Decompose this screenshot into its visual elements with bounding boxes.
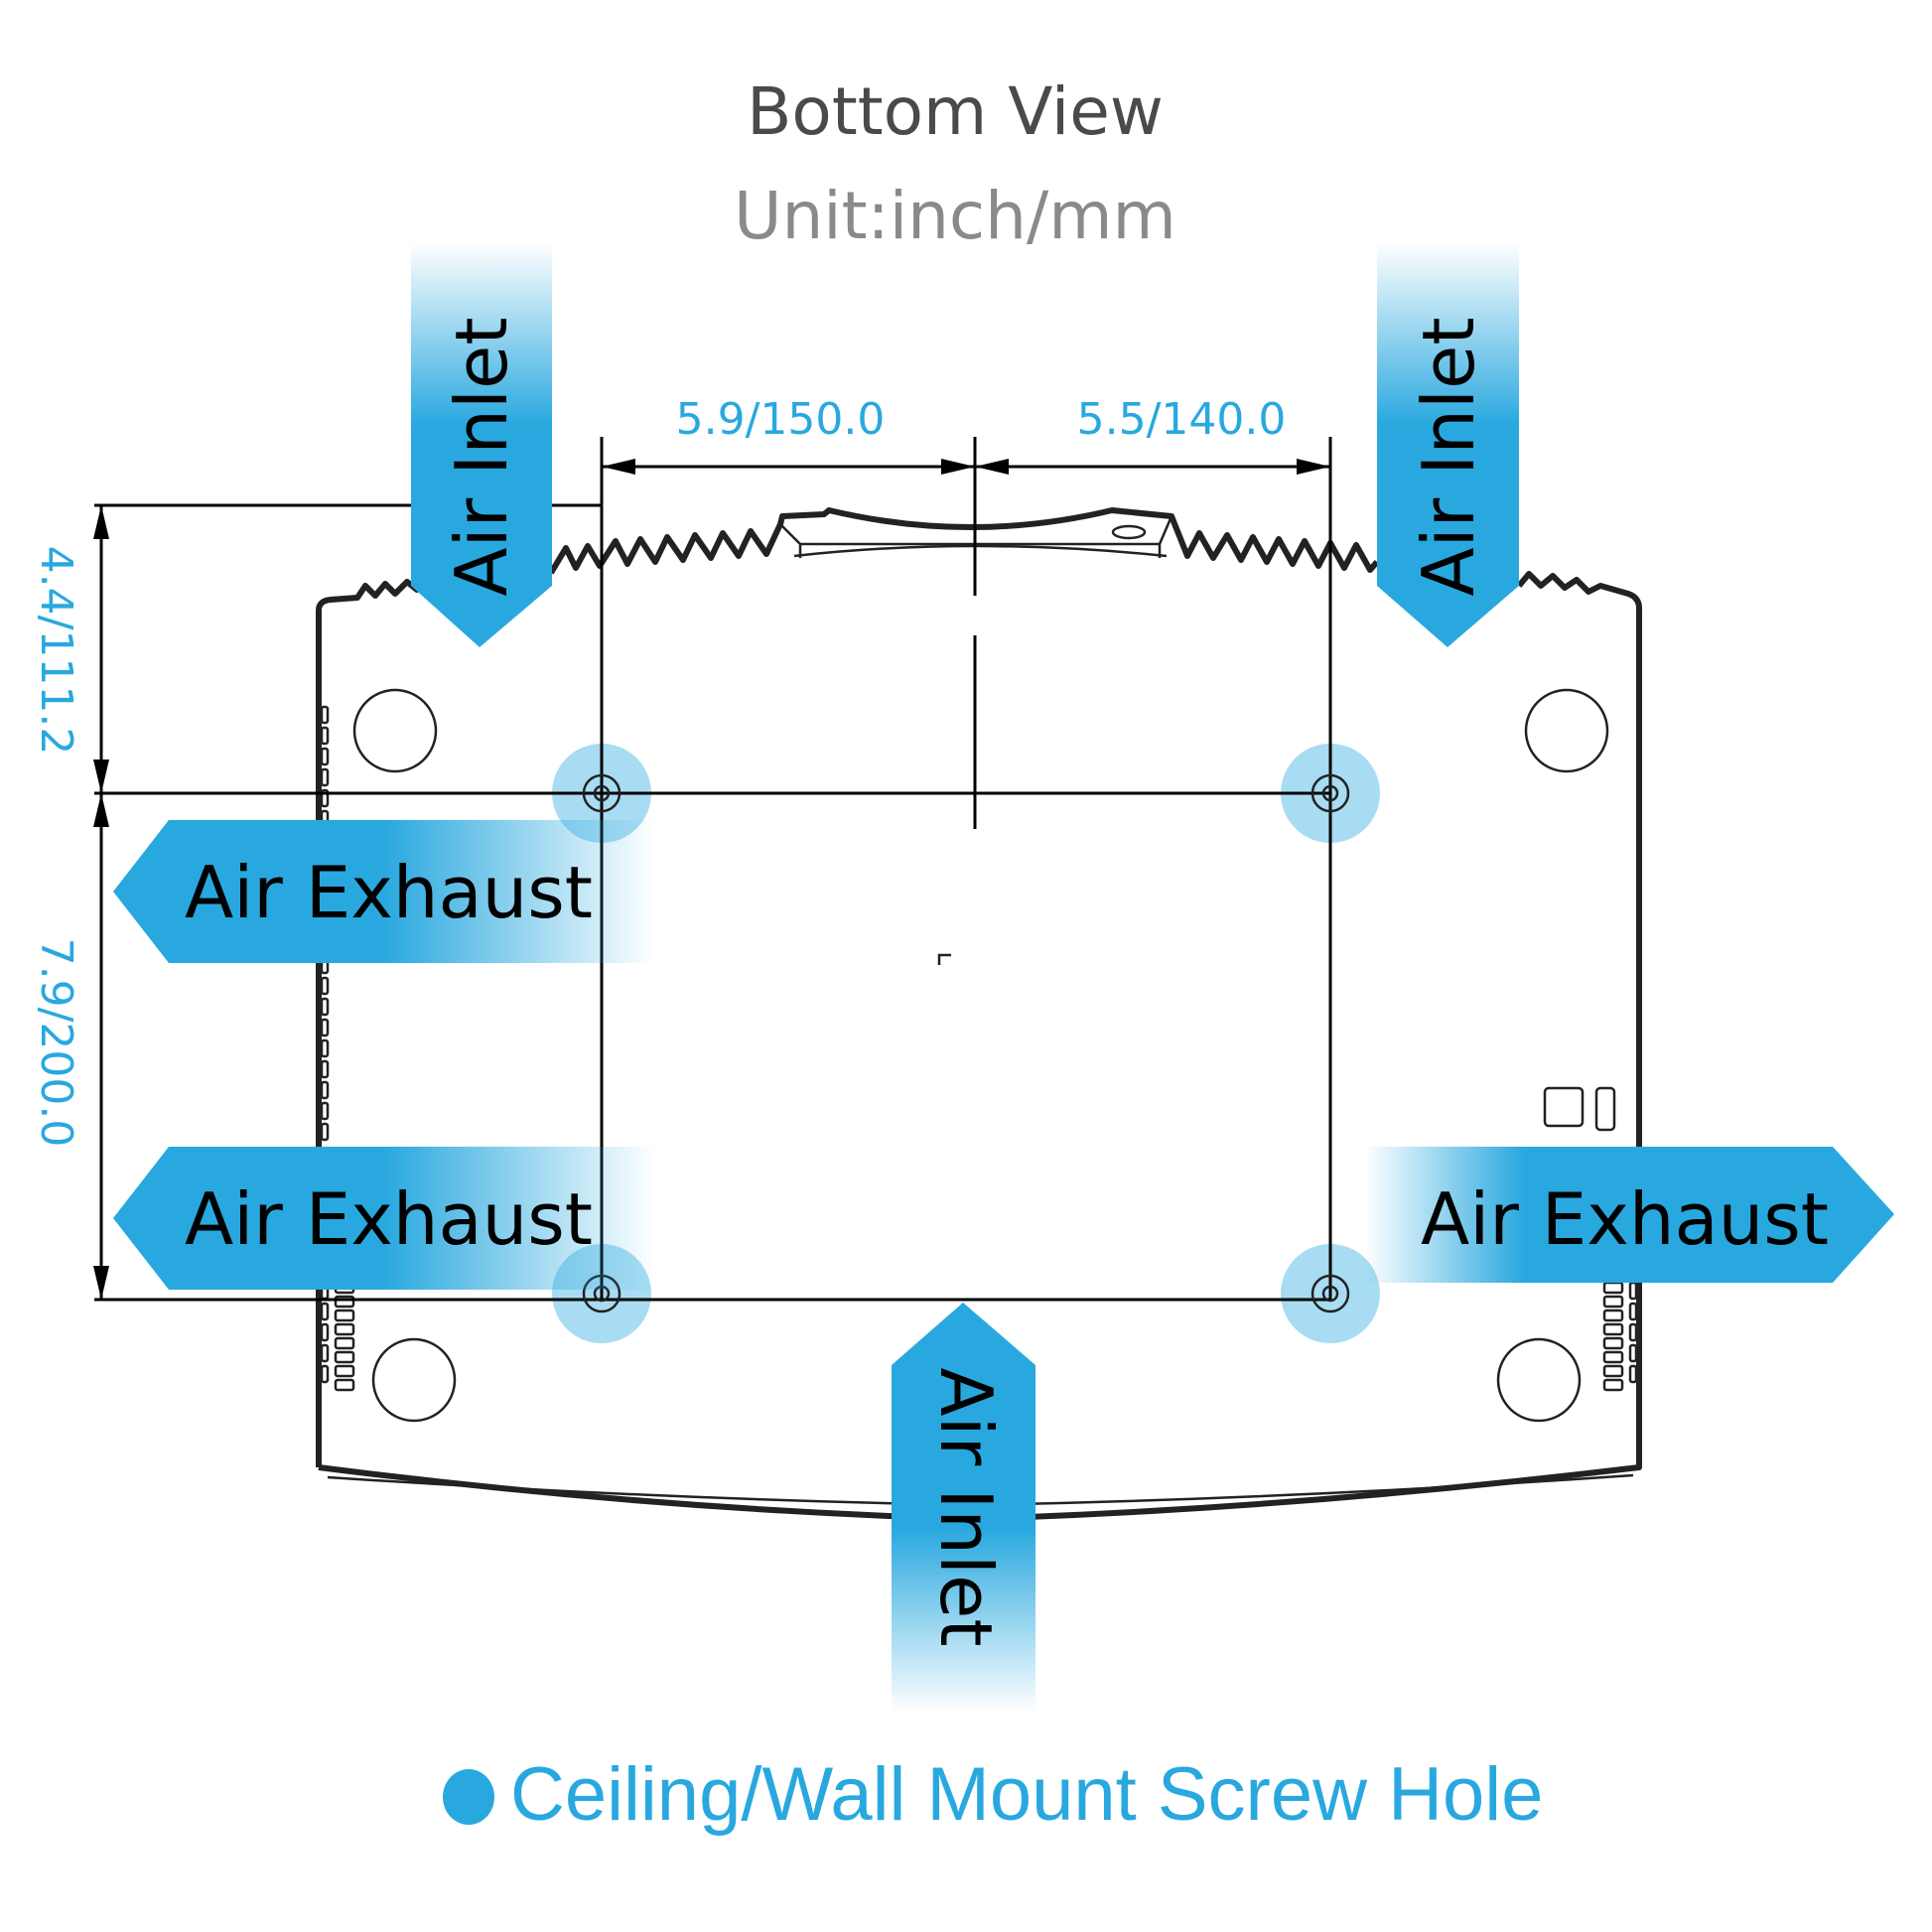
vent-slot: [1602, 1364, 1624, 1378]
vent-slot: [320, 1018, 330, 1037]
vent-slot: [320, 1343, 330, 1363]
dim-horizontal-right: 5.5/140.0: [1077, 394, 1287, 445]
svg-text:Air Inlet: Air Inlet: [1407, 317, 1490, 596]
vent-slot: [320, 1364, 330, 1384]
legend: Ceiling/Wall Mount Screw Hole: [443, 1752, 1543, 1837]
vent-slot: [320, 1302, 330, 1321]
vent-slot: [1602, 1281, 1624, 1295]
left-arrow-icon: [113, 820, 655, 963]
port-mark-slot: [1594, 1086, 1616, 1132]
vent-slot: [320, 1080, 330, 1100]
vent-slot: [334, 1336, 355, 1350]
vent-slot: [1628, 1322, 1638, 1342]
down-arrow-icon: [1377, 243, 1519, 647]
up-arrow-icon: [892, 1303, 1035, 1713]
projector-body: [316, 507, 1643, 1522]
vent-slot: [334, 1364, 355, 1378]
svg-text:Air Exhaust: Air Exhaust: [1421, 1177, 1829, 1261]
vent-slot: [320, 976, 330, 996]
svg-text:Air Inlet: Air Inlet: [924, 1367, 1008, 1646]
center-mark: [937, 953, 951, 965]
vent-slot: [334, 1378, 355, 1392]
vent-slot: [1628, 1343, 1638, 1363]
vent-slot: [1628, 1364, 1638, 1384]
air-exhaust-arrow-right: Air Exhaust: [1365, 1147, 1894, 1283]
left-arrow-icon: [113, 1147, 655, 1290]
dim-horizontal-left: 5.9/150.0: [676, 394, 886, 445]
view-title: Bottom View: [747, 73, 1164, 150]
vent-slot: [334, 1309, 355, 1322]
air-inlet-arrow-top-left: Air Inlet: [411, 243, 552, 647]
svg-text:Air Exhaust: Air Exhaust: [185, 851, 593, 934]
foot-top-right: [1524, 688, 1609, 773]
vent-slot: [334, 1295, 355, 1309]
vent-slot: [320, 726, 330, 746]
screw-hole-marks: [582, 773, 1350, 1313]
air-inlet-arrow-top-right: Air Inlet: [1377, 243, 1519, 647]
vent-slot: [320, 747, 330, 766]
vent-slot: [320, 997, 330, 1017]
vent-slot: [1602, 1309, 1624, 1322]
unit-label: Unit:inch/mm: [734, 178, 1176, 254]
vent-slot: [1628, 1302, 1638, 1321]
svg-text:Air Inlet: Air Inlet: [440, 317, 523, 596]
foot-bottom-left: [371, 1337, 457, 1423]
screw-holes: [552, 744, 1380, 1343]
vent-slot: [1602, 1350, 1624, 1364]
vent-slot: [1602, 1336, 1624, 1350]
vent-slot: [1602, 1378, 1624, 1392]
air-inlet-arrow-bottom: Air Inlet: [892, 1303, 1035, 1713]
svg-text:Air Exhaust: Air Exhaust: [185, 1177, 593, 1261]
down-arrow-icon: [411, 243, 552, 647]
vent-slot: [320, 1038, 330, 1058]
foot-bottom-right: [1496, 1337, 1582, 1423]
vent-slot: [1602, 1295, 1624, 1309]
air-exhaust-arrow-left-lower: Air Exhaust: [113, 1147, 655, 1290]
foot-top-left: [352, 688, 438, 773]
dim-vertical-top: 4.4/111.2: [31, 546, 81, 756]
vent-slot: [320, 1322, 330, 1342]
vent-slot: [320, 1101, 330, 1121]
air-exhaust-arrow-left-upper: Air Exhaust: [113, 820, 655, 963]
vent-slot: [320, 767, 330, 787]
vent-slot: [1628, 1281, 1638, 1301]
vent-slot: [334, 1350, 355, 1364]
vent-slot: [320, 705, 330, 725]
vent-slot: [320, 1122, 330, 1142]
dim-vertical-bottom: 7.9/200.0: [31, 938, 81, 1148]
vent-slot: [320, 1059, 330, 1079]
right-arrow-icon: [1365, 1147, 1894, 1283]
legend-label: Ceiling/Wall Mount Screw Hole: [510, 1752, 1543, 1837]
screw-hole-legend-dot-icon: [443, 1769, 494, 1825]
vent-slot: [1602, 1322, 1624, 1336]
vent-slot: [320, 788, 330, 808]
port-mark-square: [1543, 1086, 1585, 1128]
vent-slot: [334, 1322, 355, 1336]
